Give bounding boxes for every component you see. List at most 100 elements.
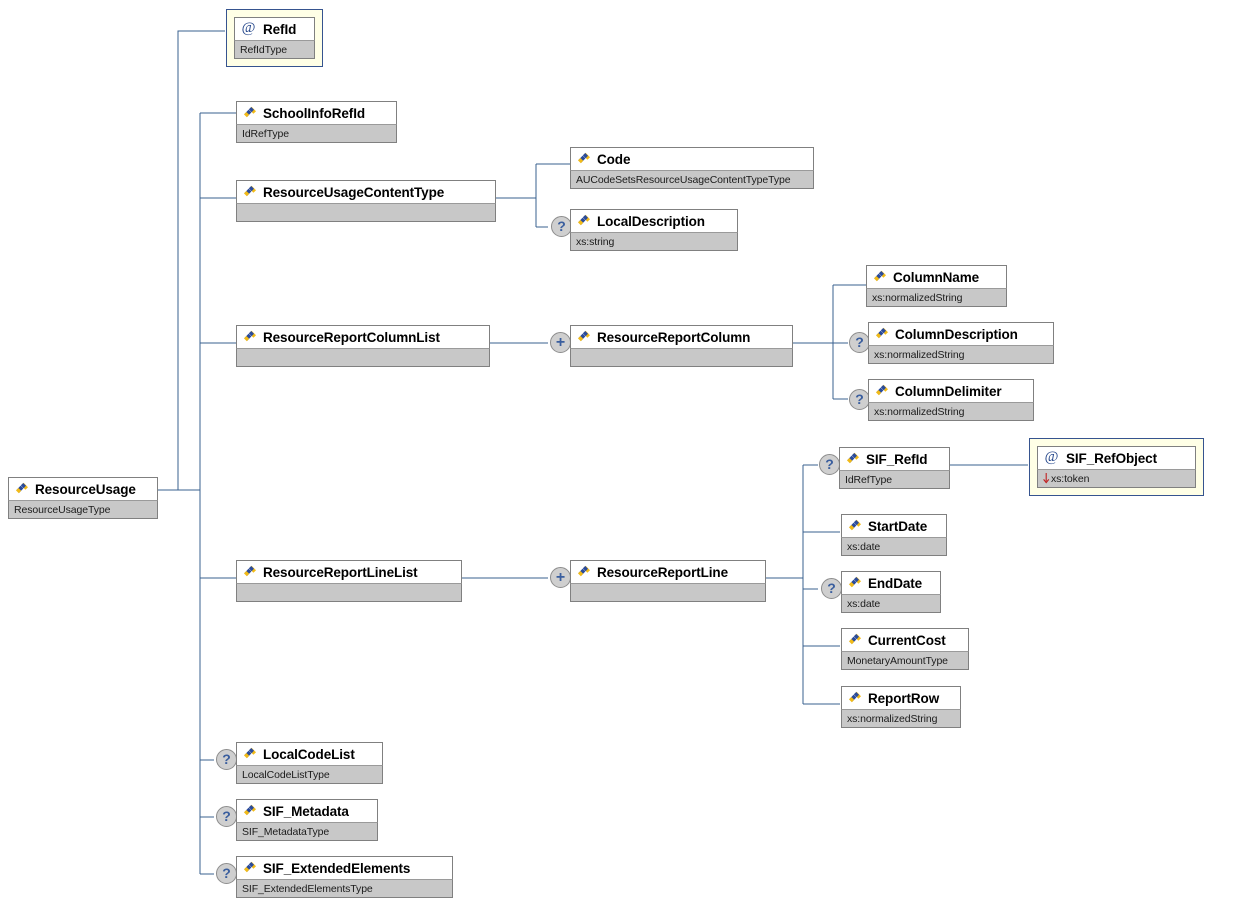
node-name-row: ReportRow [841, 686, 961, 709]
node-label: CurrentCost [868, 632, 946, 648]
node-type: IdRefType [845, 473, 892, 486]
attribute-icon: @ [241, 20, 256, 36]
element-icon [578, 330, 590, 342]
node-type: xs:string [576, 235, 615, 248]
node-type-row: IdRefType [839, 470, 950, 489]
badge-label: ? [222, 808, 231, 824]
node-type-row [570, 348, 793, 367]
node-school-info-ref-id[interactable]: SchoolInfoRefId IdRefType [236, 101, 397, 143]
badge-label: ? [855, 391, 864, 407]
occurrence-badge-optional: ? [849, 332, 870, 353]
badge-label: ? [557, 218, 566, 234]
node-type: LocalCodeListType [242, 768, 330, 781]
node-local-code-list[interactable]: LocalCodeList LocalCodeListType [236, 742, 383, 784]
node-type: xs:normalizedString [874, 405, 965, 418]
element-icon [244, 565, 256, 577]
node-label: ColumnDescription [895, 326, 1018, 342]
badge-label: ? [222, 751, 231, 767]
occurrence-badge-optional: ? [819, 454, 840, 475]
node-type: IdRefType [242, 127, 289, 140]
node-start-date[interactable]: StartDate xs:date [841, 514, 947, 556]
node-label: RefId [263, 21, 297, 37]
occurrence-badge-repeating: + [550, 332, 571, 353]
occurrence-badge-optional: ? [216, 863, 237, 884]
node-name-row: ResourceReportColumn [570, 325, 793, 348]
node-type-row: xs:date [841, 594, 941, 613]
element-icon [876, 327, 888, 339]
node-label: SIF_ExtendedElements [263, 860, 411, 876]
node-name-row: SIF_Metadata [236, 799, 378, 822]
element-icon [849, 691, 861, 703]
element-icon [244, 804, 256, 816]
node-type: xs:date [847, 597, 881, 610]
node-type-row: xs:string [570, 232, 738, 251]
node-local-description[interactable]: LocalDescription xs:string [570, 209, 738, 251]
node-label: ResourceUsageContentType [263, 184, 445, 200]
node-current-cost[interactable]: CurrentCost MonetaryAmountType [841, 628, 969, 670]
occurrence-badge-optional: ? [216, 749, 237, 770]
node-type-row: SIF_ExtendedElementsType [236, 879, 453, 898]
node-end-date[interactable]: EndDate xs:date [841, 571, 941, 613]
node-label: ResourceUsage [35, 481, 136, 497]
node-type-row: LocalCodeListType [236, 765, 383, 784]
node-type-row: xs:normalizedString [866, 288, 1007, 307]
node-label: EndDate [868, 575, 923, 591]
badge-label: ? [222, 865, 231, 881]
node-type-row: ResourceUsageType [8, 500, 158, 519]
element-icon [244, 747, 256, 759]
node-name-row: Code [570, 147, 814, 170]
node-resource-report-column[interactable]: ResourceReportColumn [570, 325, 793, 367]
node-label: ColumnName [893, 269, 980, 285]
node-type-row [570, 583, 766, 602]
node-ref-id[interactable]: @ RefId RefIdType [226, 9, 323, 67]
restriction-arrow-icon [1043, 473, 1050, 484]
node-label: ResourceReportColumnList [263, 329, 440, 345]
node-type-row [236, 348, 490, 367]
node-type-row: SIF_MetadataType [236, 822, 378, 841]
node-label: SchoolInfoRefId [263, 105, 365, 121]
node-type-row: xs:normalizedString [868, 402, 1034, 421]
badge-label: + [555, 569, 566, 586]
node-name-row: ResourceUsageContentType [236, 180, 496, 203]
node-type: MonetaryAmountType [847, 654, 948, 667]
node-type: SIF_MetadataType [242, 825, 330, 838]
node-sif-extended-elements[interactable]: SIF_ExtendedElements SIF_ExtendedElement… [236, 856, 453, 898]
element-icon [578, 152, 590, 164]
node-code[interactable]: Code AUCodeSetsResourceUsageContentTypeT… [570, 147, 814, 189]
element-icon [849, 576, 861, 588]
node-resource-report-column-list[interactable]: ResourceReportColumnList [236, 325, 490, 367]
node-name-row: ResourceReportLineList [236, 560, 462, 583]
node-name-row: @ SIF_RefObject [1037, 446, 1196, 469]
node-sif-ref-object[interactable]: @ SIF_RefObject xs:token [1029, 438, 1204, 496]
occurrence-badge-optional: ? [216, 806, 237, 827]
node-type-row: xs:token [1037, 469, 1196, 488]
node-type: RefIdType [240, 43, 287, 56]
node-name-row: ResourceReportColumnList [236, 325, 490, 348]
node-resource-usage[interactable]: ResourceUsage ResourceUsageType [8, 477, 158, 519]
node-label: SIF_RefId [866, 451, 928, 467]
element-icon [874, 270, 886, 282]
node-resource-report-line[interactable]: ResourceReportLine [570, 560, 766, 602]
node-resource-report-line-list[interactable]: ResourceReportLineList [236, 560, 462, 602]
node-name-row: LocalCodeList [236, 742, 383, 765]
node-column-delimiter[interactable]: ColumnDelimiter xs:normalizedString [868, 379, 1034, 421]
node-report-row[interactable]: ReportRow xs:normalizedString [841, 686, 961, 728]
node-sif-metadata[interactable]: SIF_Metadata SIF_MetadataType [236, 799, 378, 841]
element-icon [244, 861, 256, 873]
node-name-row: ColumnDescription [868, 322, 1054, 345]
node-name-row: ResourceReportLine [570, 560, 766, 583]
occurrence-badge-optional: ? [821, 578, 842, 599]
node-type-row: MonetaryAmountType [841, 651, 969, 670]
node-label: ResourceReportLineList [263, 564, 418, 580]
node-column-description[interactable]: ColumnDescription xs:normalizedString [868, 322, 1054, 364]
node-type-row: RefIdType [234, 40, 315, 59]
node-type-row: xs:normalizedString [868, 345, 1054, 364]
node-column-name[interactable]: ColumnName xs:normalizedString [866, 265, 1007, 307]
node-resource-usage-content-type[interactable]: ResourceUsageContentType [236, 180, 496, 222]
badge-label: ? [825, 456, 834, 472]
node-type-row: AUCodeSetsResourceUsageContentTypeType [570, 170, 814, 189]
node-name-row: CurrentCost [841, 628, 969, 651]
node-sif-ref-id[interactable]: SIF_RefId IdRefType [839, 447, 950, 489]
node-name-row: StartDate [841, 514, 947, 537]
